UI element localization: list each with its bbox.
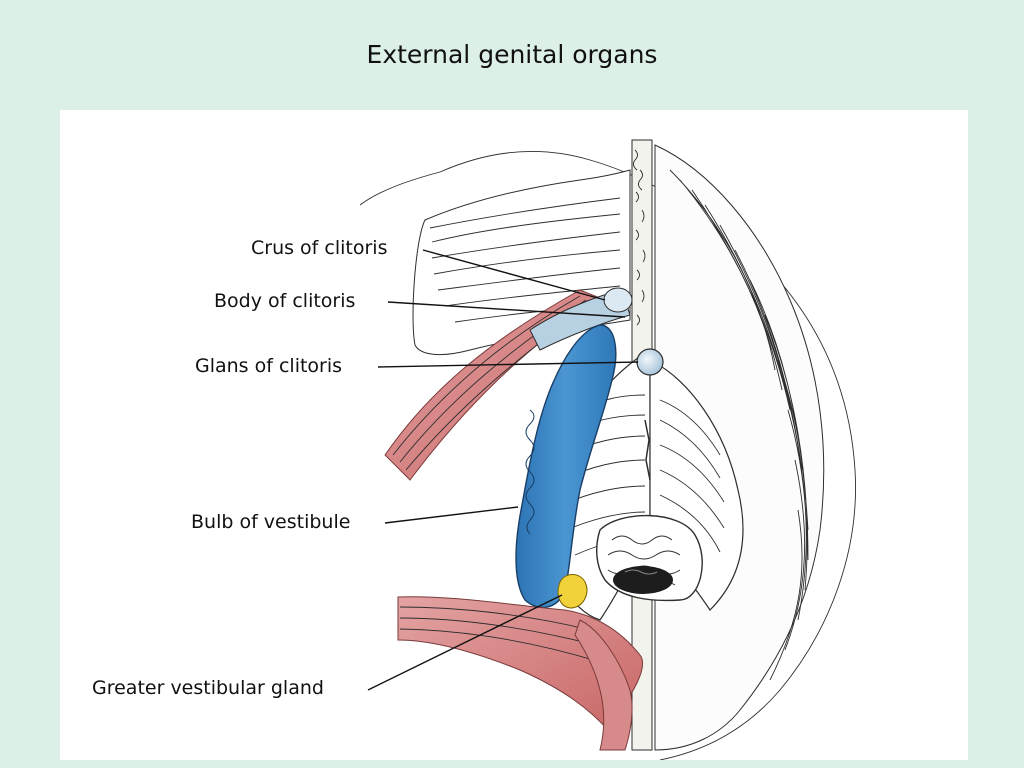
label-greater-vestibular-gland: Greater vestibular gland [92, 677, 324, 699]
label-body-of-clitoris: Body of clitoris [214, 290, 356, 312]
leader-line-glans [377, 361, 639, 368]
greater-vestibular-gland-shape [557, 574, 588, 609]
leader-line-bulb [384, 506, 519, 524]
anatomy-illustration [359, 139, 856, 760]
leader-line-body [387, 301, 626, 318]
label-crus-of-clitoris: Crus of clitoris [251, 237, 388, 259]
glans-of-clitoris-shape [636, 348, 664, 376]
transverse-perineal-muscle [574, 619, 633, 751]
leader-line-crus [422, 249, 606, 301]
illustration-panel: Crus of clitoris Body of clitoris Glans … [60, 110, 968, 760]
labium-minus [550, 348, 744, 621]
bulb-contour [525, 409, 535, 535]
label-bulb-of-vestibule: Bulb of vestibule [191, 511, 351, 533]
bulb-of-vestibule-shape [515, 324, 617, 609]
leader-line-gland [367, 594, 563, 691]
muscle-fibers-lower [399, 606, 601, 663]
crus-highlight [603, 287, 633, 313]
label-glans-of-clitoris: Glans of clitoris [195, 355, 343, 377]
slide-title: External genital organs [366, 40, 658, 69]
